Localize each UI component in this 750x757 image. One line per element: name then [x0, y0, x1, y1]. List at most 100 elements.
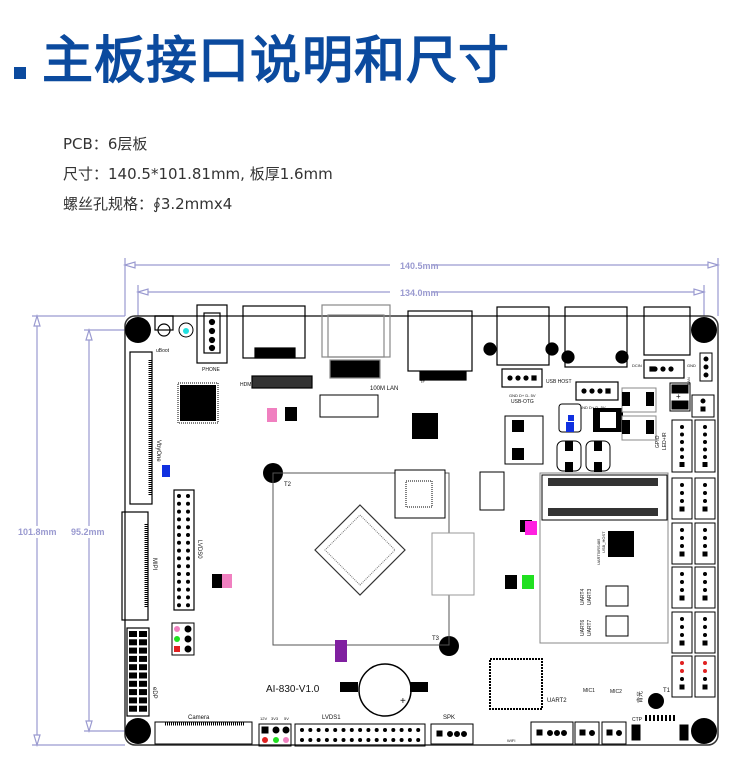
pin	[680, 440, 684, 444]
pin	[316, 728, 321, 732]
lan-connector	[321, 304, 391, 379]
header-block	[671, 522, 693, 565]
title-bullet-icon	[14, 67, 26, 79]
pin	[416, 728, 421, 732]
header-block	[129, 705, 137, 712]
header-block	[139, 647, 147, 654]
pin	[703, 455, 707, 459]
label-lvds0: LVDS0	[196, 540, 202, 559]
label-ctp: CTP	[632, 717, 643, 723]
pin	[680, 425, 684, 429]
pin	[308, 738, 313, 742]
header-block	[702, 506, 708, 512]
pin	[703, 499, 707, 503]
som-outline	[272, 472, 450, 646]
pin	[374, 738, 379, 742]
spec-value: 6层板	[107, 135, 148, 153]
label-t1: T1	[663, 688, 671, 694]
pin	[358, 738, 363, 742]
pin	[186, 595, 190, 600]
label-led-ir: LED+IR	[662, 432, 668, 450]
spec-value: ∮3.2mmx4	[153, 195, 233, 213]
spec-screw-holes: 螺丝孔规格：∮3.2mmx4	[63, 193, 232, 214]
pin	[186, 572, 190, 576]
header-block	[702, 640, 708, 646]
label-backlight: 背光	[636, 691, 644, 703]
pin	[680, 677, 684, 681]
header-block	[129, 631, 137, 637]
label-lvds1: LVDS1	[322, 715, 341, 721]
mipi-connector	[121, 511, 149, 621]
mounting-hole-icon	[691, 718, 717, 744]
pin	[177, 525, 181, 530]
pin	[177, 494, 181, 498]
dim-label-outer-height: 101.8mm	[18, 527, 57, 537]
wifi-module	[489, 658, 543, 710]
label-camera: Camera	[188, 715, 210, 721]
board-model-label: AI-830-V1.0	[266, 684, 320, 695]
mounting-hole-icon	[125, 718, 151, 744]
pin	[308, 728, 313, 732]
pin	[186, 540, 190, 545]
pin	[407, 738, 412, 742]
header-block	[129, 680, 137, 687]
mounting-hole-t1-icon	[648, 693, 664, 709]
header-block	[129, 664, 137, 671]
pin	[680, 499, 684, 503]
header-block	[702, 684, 708, 690]
pin	[186, 579, 190, 584]
header-block	[679, 462, 685, 467]
pin	[186, 533, 190, 537]
header-block	[694, 419, 716, 473]
spec-label: 尺寸：	[63, 165, 109, 183]
pin	[391, 728, 396, 732]
pin	[366, 728, 371, 732]
pin	[177, 548, 181, 553]
dim-label-outer-width: 140.5mm	[400, 261, 439, 271]
pin	[300, 728, 304, 732]
pin	[680, 669, 684, 673]
pin	[341, 738, 346, 742]
pin	[177, 595, 181, 600]
pin	[177, 501, 181, 506]
pin	[416, 738, 421, 742]
lvds0-header	[173, 489, 195, 611]
pin	[680, 572, 684, 576]
pin	[186, 587, 190, 592]
header-block	[671, 655, 693, 698]
dim-arrow	[85, 720, 93, 734]
pin	[703, 432, 707, 437]
header-block	[129, 689, 137, 696]
io-region-outline	[539, 472, 669, 644]
header-block	[679, 506, 685, 512]
label-uart5-rs485: UART5/RS485	[596, 538, 601, 565]
header-block	[671, 566, 693, 609]
header-block	[129, 697, 137, 704]
chip-lan-phy	[319, 394, 379, 418]
header-block	[139, 680, 147, 687]
pin	[324, 738, 329, 742]
mic1-connector	[574, 721, 600, 745]
mounting-hole-icon	[691, 317, 717, 343]
pin	[177, 556, 181, 561]
header-block	[671, 419, 693, 473]
label-uart4: UART4	[580, 588, 586, 605]
pin	[703, 425, 707, 429]
label-usb-host-pins: GND D+ D- 5V	[579, 405, 606, 410]
header-block	[679, 684, 685, 690]
pin	[407, 728, 412, 732]
chip-bga-emmc	[394, 469, 446, 519]
label-mipi: MIPI	[151, 558, 157, 571]
pin	[324, 728, 329, 732]
pin	[680, 544, 684, 548]
pin	[703, 483, 707, 487]
pin	[680, 432, 684, 437]
header-block	[139, 672, 147, 679]
label-tf: TF	[420, 379, 425, 384]
label-uart7: UART7	[587, 619, 593, 636]
label-plus: +	[676, 392, 681, 401]
pin	[703, 491, 707, 495]
spec-size: 尺寸：140.5*101.81mm, 板厚1.6mm	[63, 163, 333, 184]
usb-otg-connector	[483, 306, 559, 388]
pin	[391, 738, 396, 742]
